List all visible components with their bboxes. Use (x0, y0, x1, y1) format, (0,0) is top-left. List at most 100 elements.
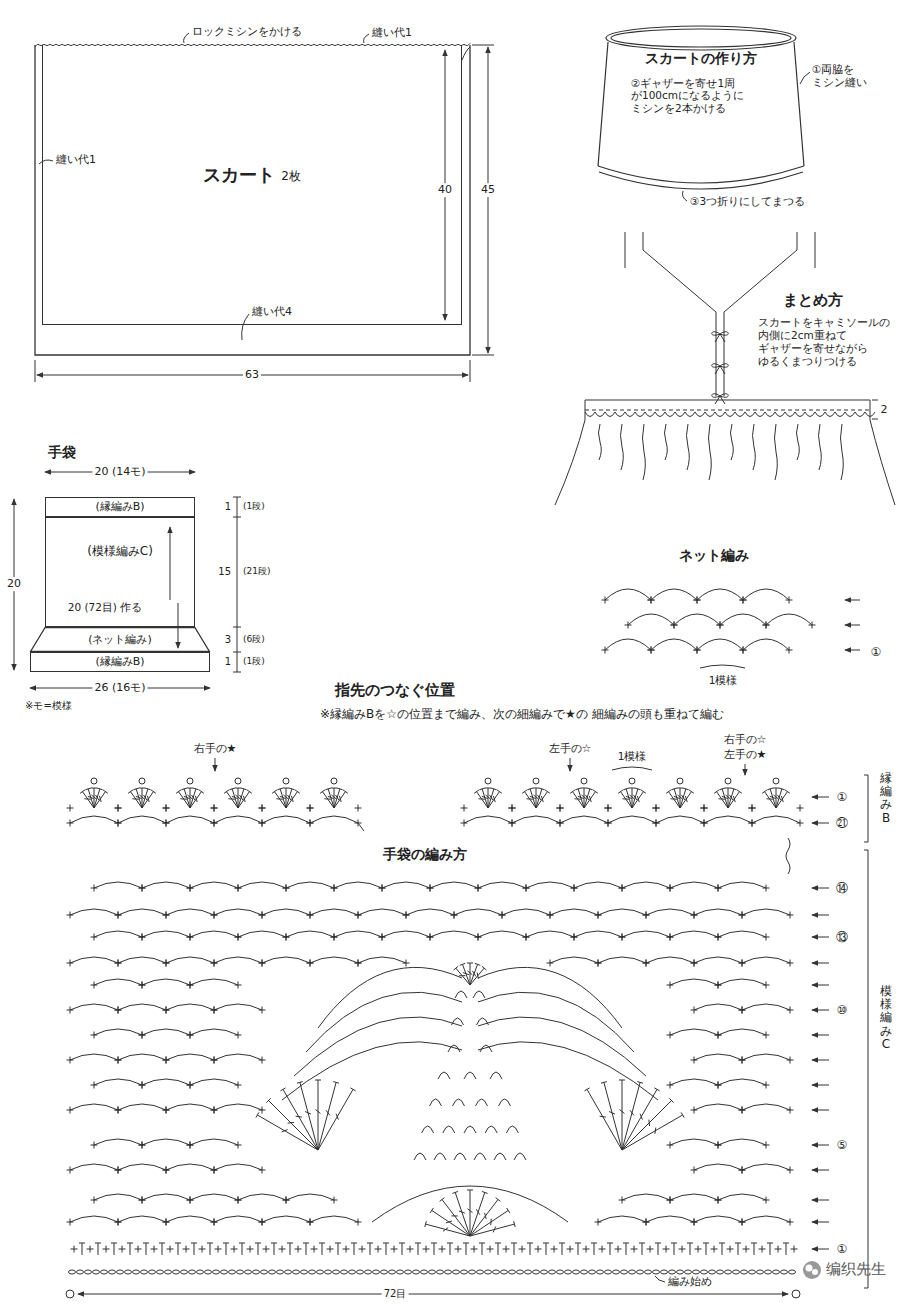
single-crochet (91, 1197, 98, 1204)
single-crochet (653, 805, 660, 812)
double-crochet (111, 1243, 117, 1255)
double-crochet (315, 1080, 321, 1150)
single-crochet (407, 1246, 414, 1253)
chain-stitch (597, 1270, 604, 1274)
single-crochet (163, 912, 170, 919)
single-crochet (557, 805, 564, 812)
single-crochet (259, 912, 266, 919)
chain-arc (628, 614, 674, 625)
double-crochet (601, 1082, 622, 1150)
chain-arc (94, 1139, 142, 1145)
single-crochet (139, 1082, 146, 1089)
chain-arc (358, 957, 406, 963)
chain-arc (94, 1079, 142, 1085)
double-crochet (527, 788, 536, 808)
scallop-edge (615, 412, 625, 417)
double-crochet (127, 1243, 133, 1255)
single-crochet (355, 912, 362, 919)
chain-arc (718, 1029, 766, 1035)
chain-arc (166, 1054, 214, 1060)
single-crochet (475, 934, 482, 941)
chain-arc (118, 1216, 166, 1222)
chain-arc (720, 614, 766, 625)
chain-arc (742, 1104, 790, 1110)
chain-loop (499, 1099, 511, 1106)
double-crochet (286, 790, 300, 808)
scallop-edge (725, 412, 735, 417)
double-crochet (191, 1243, 197, 1255)
section-heading: 指先のつなぐ位置 (335, 681, 455, 700)
single-crochet (763, 1082, 770, 1089)
double-crochet (703, 1243, 709, 1255)
direction-arrow (178, 603, 179, 648)
chain-arc (118, 1164, 166, 1170)
chain-loop (438, 1072, 450, 1079)
chain-stitch (141, 1270, 148, 1274)
chain-loop (464, 1072, 476, 1079)
single-crochet (259, 960, 266, 967)
single-crochet (139, 982, 146, 989)
chain-arc (118, 909, 166, 915)
single-crochet (91, 1082, 98, 1089)
row-count: (21段) (243, 566, 270, 577)
chain-arc (694, 1004, 742, 1010)
single-crochet (567, 1246, 574, 1253)
double-crochet (607, 1243, 613, 1255)
chain-arc (694, 1164, 742, 1170)
double-crochet (319, 1243, 325, 1255)
single-crochet (715, 934, 722, 941)
single-crochet (283, 934, 290, 941)
chain-stitch (373, 1270, 380, 1274)
chain-arc (598, 909, 646, 915)
chain-arc (742, 1164, 790, 1170)
chain-arc (646, 957, 694, 963)
single-crochet (595, 912, 602, 919)
chain-stitch (405, 1270, 412, 1274)
single-crochet (115, 1007, 122, 1014)
single-crochet (711, 1246, 718, 1253)
single-crochet (715, 1082, 722, 1089)
skirt-fold (665, 424, 668, 460)
single-crochet (523, 885, 530, 892)
chain-stitch (781, 1270, 788, 1274)
chain-arc (142, 1139, 190, 1145)
extension-line (35, 360, 470, 382)
chain-stitch (389, 1270, 396, 1274)
single-crochet (211, 1219, 218, 1226)
single-crochet (139, 1197, 146, 1204)
single-crochet (509, 805, 516, 812)
double-crochet (680, 790, 694, 808)
chain-arc (142, 1194, 190, 1200)
single-crochet (263, 1246, 270, 1253)
single-crochet (619, 934, 626, 941)
single-crochet (163, 805, 170, 812)
single-crochet (759, 1246, 766, 1253)
chain-arc (718, 1194, 766, 1200)
chain-stitch (77, 1270, 84, 1274)
single-crochet (307, 1219, 314, 1226)
dimension-label: 63 (243, 368, 261, 382)
scallop-edge (675, 412, 685, 417)
row-arrow (812, 963, 829, 964)
skirt-fold (621, 424, 624, 470)
double-crochet (79, 1243, 85, 1255)
single-crochet (787, 1219, 794, 1226)
row-number: ⑤ (837, 1138, 848, 1153)
single-crochet (605, 820, 612, 827)
single-crochet (307, 912, 314, 919)
single-crochet (557, 820, 564, 827)
double-crochet (488, 790, 502, 808)
single-crochet (307, 805, 314, 812)
double-crochet (452, 1191, 470, 1236)
single-crochet (135, 1246, 142, 1253)
chain-arc (310, 957, 358, 963)
single-crochet (71, 1246, 78, 1253)
chain-arc (166, 1216, 214, 1222)
chain-arc (190, 1139, 238, 1145)
single-crochet (551, 1246, 558, 1253)
double-crochet (666, 790, 680, 808)
double-crochet (639, 1243, 645, 1255)
single-crochet (91, 885, 98, 892)
single-crochet (187, 1142, 194, 1149)
double-crochet (128, 790, 142, 808)
